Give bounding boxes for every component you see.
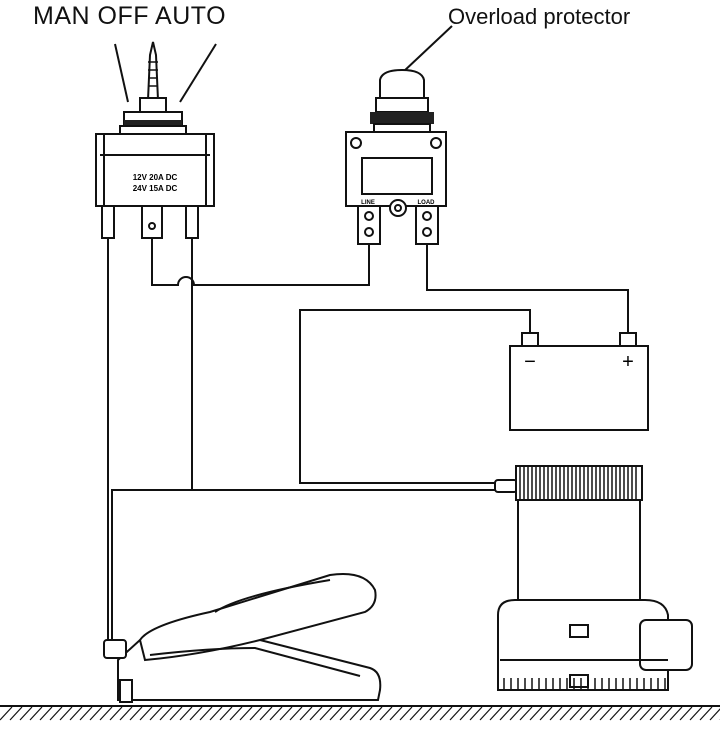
switch-lever [146, 41, 160, 101]
pump-cap [515, 465, 643, 501]
switch-terminal-1 [101, 205, 115, 239]
overload-protector: LINE LOAD [345, 68, 447, 245]
switch-body [95, 133, 215, 207]
battery-negative-sign: − [524, 351, 536, 373]
battery-negative-terminal [521, 332, 539, 347]
load-terminal-label: LOAD [418, 200, 436, 206]
bilge-pump [494, 465, 693, 691]
battery-positive-terminal [619, 332, 637, 347]
overload-protector-label: Overload protector [448, 4, 631, 29]
float-arm [138, 573, 377, 662]
pump-body [517, 499, 641, 601]
switch-positions-label: MAN OFF AUTO [33, 2, 227, 30]
pump-outlet [639, 619, 693, 671]
battery-body [509, 345, 649, 431]
reset-button [379, 68, 425, 101]
battery-positive-sign: + [622, 351, 634, 373]
switch-terminal-3 [185, 205, 199, 239]
pump-cable-gland [494, 479, 518, 493]
switch-rating-1: 12V 20A DC [133, 173, 178, 182]
toggle-switch: 12V 20A DC 24V 15A DC [95, 41, 215, 239]
ground [0, 705, 720, 721]
wires [107, 238, 629, 650]
battery: − + [509, 332, 649, 431]
line-terminal-label: LINE [361, 200, 375, 206]
pump-base [497, 599, 669, 691]
switch-rating-2: 24V 15A DC [133, 184, 178, 193]
float-switch [103, 573, 382, 703]
label-pointers [114, 25, 453, 103]
